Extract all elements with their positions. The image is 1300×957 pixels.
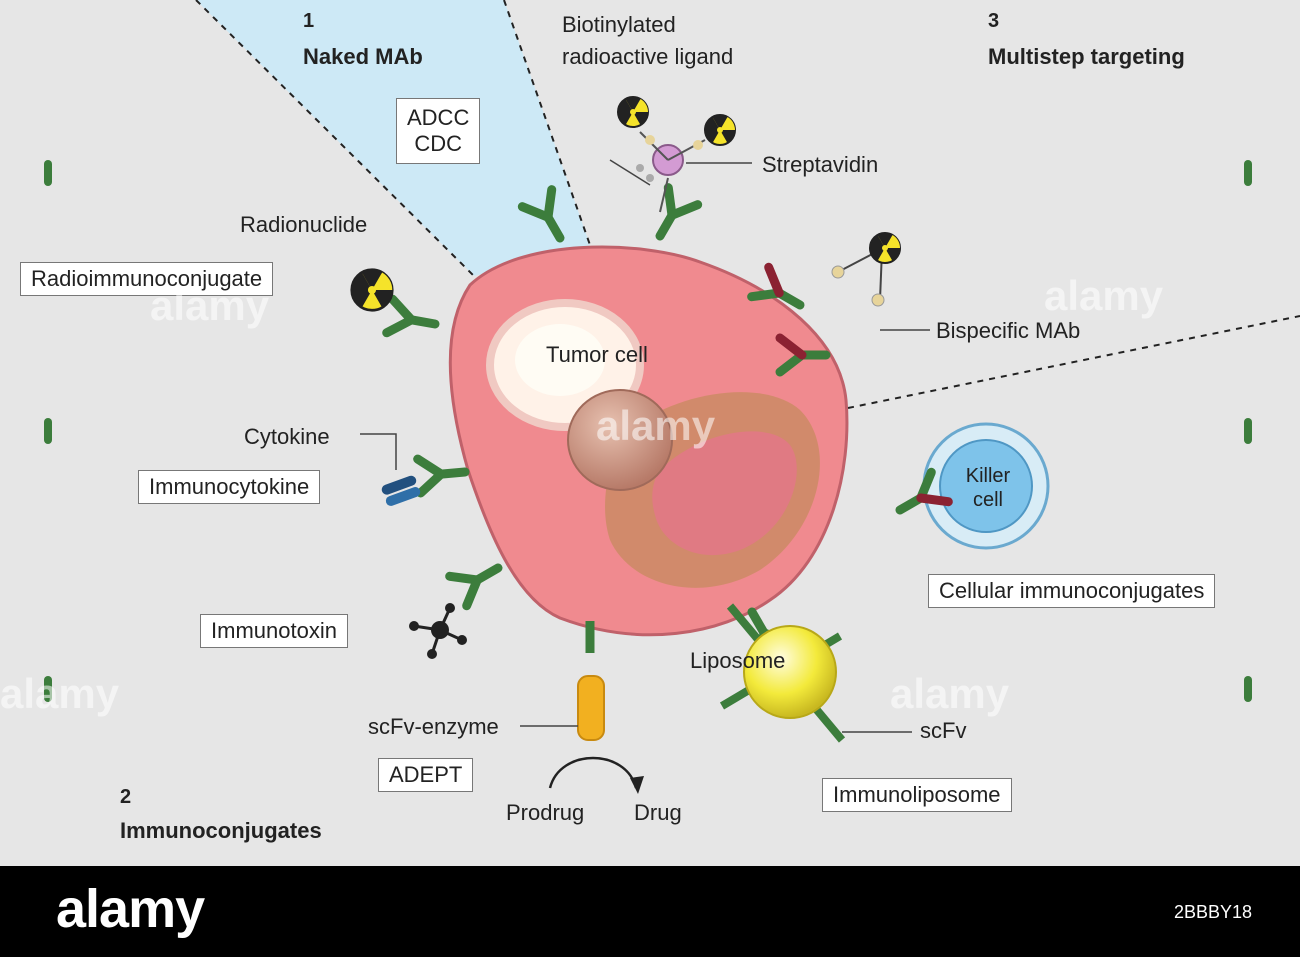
watermark-brand: alamy	[56, 879, 205, 939]
divider-line	[195, 0, 475, 277]
section-number: 1	[303, 10, 315, 32]
radionuclide-icon	[350, 268, 394, 312]
divider-line	[847, 315, 1300, 409]
antibody	[387, 299, 438, 340]
prodrug-label: Prodrug	[506, 800, 585, 825]
killer-cell	[895, 422, 1050, 550]
scfv-label: scFv	[920, 718, 967, 743]
mechanism-label: CDC	[414, 131, 462, 156]
immunotoxin-icon	[409, 603, 467, 659]
section-title: Naked MAb	[303, 44, 423, 69]
mechanism-box: ADCC CDC	[396, 98, 481, 164]
biotinylated-label: radioactive ligand	[562, 44, 734, 69]
bispecific-mab	[747, 231, 930, 377]
antibody	[450, 553, 507, 605]
drug-label: Drug	[634, 800, 682, 825]
radionuclide-icon	[616, 95, 649, 128]
watermark-image-id: 2BBBY18	[1173, 902, 1252, 922]
radionuclide-label: Radionuclide	[240, 212, 368, 237]
naked-mab-region	[196, 0, 590, 276]
section-title: Multistep targeting	[988, 44, 1185, 69]
streptavidin-complex	[616, 95, 752, 213]
tumor-cell-label: Tumor cell	[546, 342, 648, 367]
biotinylated-label: Biotinylated	[562, 12, 676, 37]
antibody	[645, 188, 697, 245]
mechanism-label: ADCC	[407, 105, 470, 130]
antibody	[418, 455, 467, 493]
tumor-cell	[448, 245, 849, 637]
radionuclide-icon	[868, 231, 901, 264]
cytokine-icon	[381, 475, 421, 506]
liposome-label: Liposome	[690, 648, 786, 673]
scfv-enzyme-label: scFv-enzyme	[368, 714, 499, 739]
immunotoxin-box: Immunotoxin	[200, 614, 348, 648]
bispecific-label: Bispecific MAb	[936, 318, 1081, 343]
cytokine-label: Cytokine	[244, 424, 330, 449]
liposome	[719, 603, 912, 743]
divider-line	[503, 0, 591, 246]
section-title: Immunoconjugates	[120, 818, 322, 843]
diagram-canvas	[0, 0, 1300, 794]
adept-box: ADEPT	[378, 758, 474, 792]
watermark-footer: alamy 2BBBY18	[0, 866, 1300, 957]
cellular-immunoconjugates-box: Cellular immunoconjugates	[928, 574, 1216, 608]
scfv-enzyme	[520, 675, 644, 794]
immunocytokine-box: Immunocytokine	[138, 470, 321, 504]
section-number: 3	[988, 10, 1000, 32]
immunoliposome-box: Immunoliposome	[822, 778, 1012, 812]
streptavidin-label: Streptavidin	[762, 152, 879, 177]
radionuclide-icon	[703, 113, 736, 146]
section-number: 2	[120, 786, 132, 808]
radioimmunoconjugate-box: Radioimmunoconjugate	[20, 262, 274, 296]
killer-cell-label: Killer cell	[965, 465, 1011, 511]
